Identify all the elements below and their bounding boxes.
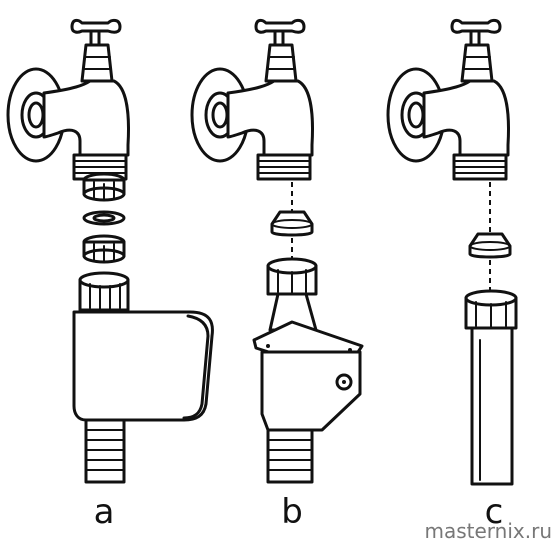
panel-a-drawing — [6, 18, 214, 484]
panel-b-drawing — [190, 18, 364, 484]
panel-label-b: b — [281, 492, 303, 532]
site-watermark: masternix.ru — [424, 519, 553, 543]
panel-c-drawing — [386, 18, 518, 486]
panel-label-a: a — [93, 492, 115, 532]
panel-label-c: c — [484, 492, 504, 532]
